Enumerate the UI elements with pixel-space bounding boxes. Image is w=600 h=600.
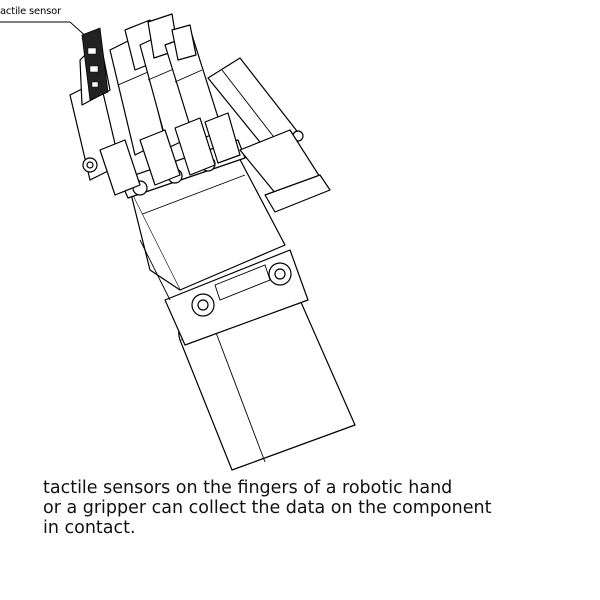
tactile-sensor-board	[81, 27, 109, 101]
tactile-sensor-label: actile sensor	[0, 6, 61, 17]
sensor-callout-leader	[0, 21, 91, 41]
caption: tactile sensors on the fingers of a robo…	[43, 478, 583, 538]
wrist-joint	[164, 249, 309, 346]
little-finger	[164, 24, 223, 143]
finger-base-links	[99, 112, 241, 196]
caption-line: or a gripper can collect the data on the…	[43, 498, 492, 518]
robotic-hand-drawing	[0, 13, 356, 471]
ring-finger	[139, 13, 196, 149]
caption-line: tactile sensors on the fingers of a robo…	[43, 478, 453, 498]
thumb	[207, 57, 331, 213]
caption-line: in contact.	[43, 518, 136, 538]
